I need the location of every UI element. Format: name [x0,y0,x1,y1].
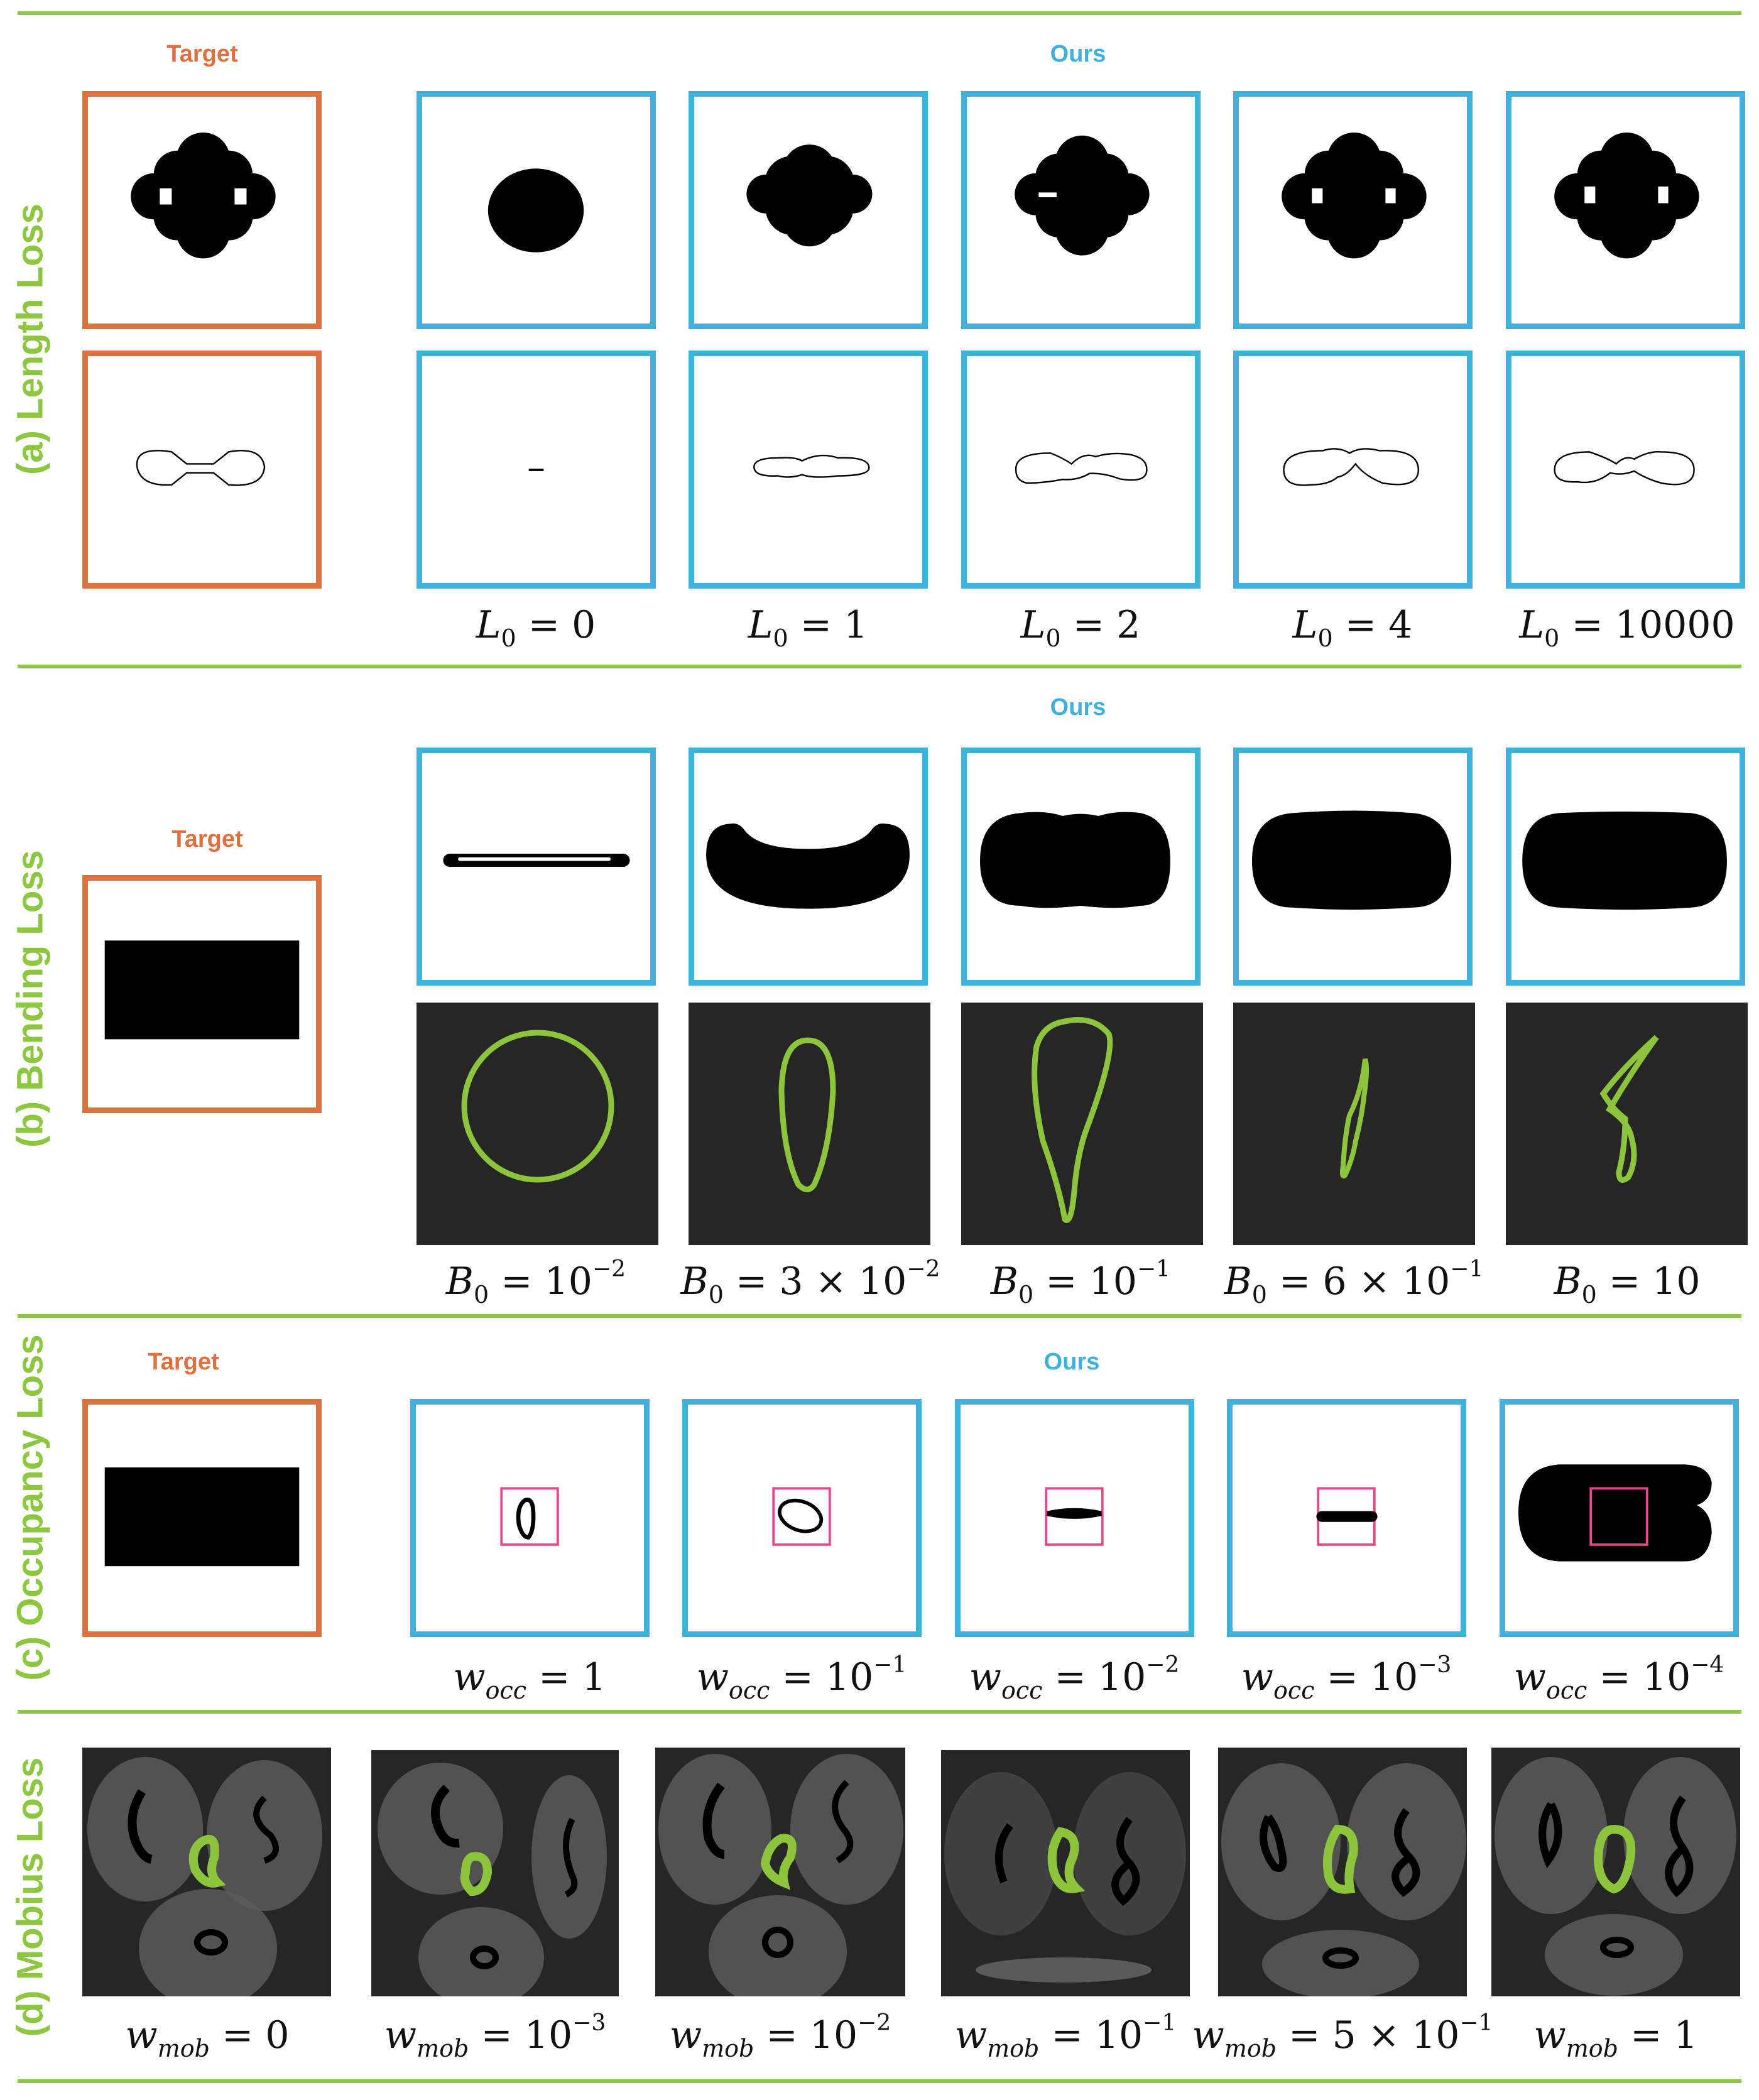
target-occupancy [82,1399,322,1637]
ours-length-filled-5 [1506,91,1745,329]
param-label-a-4: L0 = 4 [1292,603,1413,652]
target-length-curve [82,351,322,589]
param-label-a-5: L0 = 10000 [1519,603,1735,652]
separator-a-b [18,665,1741,668]
param-label-a-1: L0 = 0 [476,603,596,652]
param-label-d-2: wmob = 10−3 [384,2010,606,2062]
mobius-render-3 [655,1748,905,1996]
separator-b-c [18,1314,1741,1318]
param-label-c-1: wocc = 1 [453,1655,606,1704]
ours-occupancy-1 [410,1399,650,1637]
ours-length-curve-2 [689,351,928,589]
mobius-render-4 [941,1750,1190,1996]
target-bending [82,875,322,1113]
param-label-d-1: wmob = 0 [125,2013,290,2062]
param-label-c-2: wocc = 10−1 [696,1652,907,1704]
ours-occupancy-2 [682,1399,922,1637]
ours-bending-filled-1 [417,748,656,986]
param-label-b-4: B0 = 6 × 10−1 [1224,1256,1484,1308]
param-label-d-3: wmob = 10−2 [669,2010,891,2062]
param-label-d-6: wmob = 1 [1533,2013,1698,2062]
ours-length-filled-3 [961,91,1201,329]
section-title-mobius: (d) Mobius Loss [9,1757,51,2037]
bending-render-4 [1233,1003,1475,1245]
param-label-a-2: L0 = 1 [748,603,868,652]
bending-render-2 [689,1003,930,1245]
ours-occupancy-3 [955,1399,1194,1637]
separator-top [18,11,1741,15]
mobius-render-6 [1491,1748,1740,1996]
param-label-c-5: wocc = 10−4 [1513,1652,1724,1704]
param-label-b-1: B0 = 10−2 [445,1256,626,1308]
param-label-d-4: wmob = 10−1 [954,2010,1177,2062]
ours-header-a: Ours [1050,41,1106,67]
param-label-b-5: B0 = 10 [1554,1259,1701,1308]
ours-length-filled-1 [417,91,656,329]
ours-header-b: Ours [1050,694,1106,721]
separator-bottom [18,2079,1741,2083]
ours-length-curve-4 [1233,351,1473,589]
ours-occupancy-4 [1227,1399,1466,1637]
ours-length-curve-3 [961,351,1201,589]
ours-length-filled-2 [689,91,928,329]
mobius-render-5 [1218,1748,1467,1996]
param-label-c-3: wocc = 10−2 [969,1652,1180,1704]
bending-render-3 [961,1003,1203,1245]
ours-length-filled-4 [1233,91,1473,329]
target-header-b: Target [172,826,243,852]
section-title-length: (a) Length Loss [9,204,51,475]
separator-c-d [18,1710,1741,1714]
ours-header-c: Ours [1043,1349,1100,1375]
target-header-c: Target [148,1349,219,1375]
ours-bending-filled-4 [1233,748,1473,986]
bending-render-1 [417,1003,658,1245]
ours-occupancy-5 [1500,1399,1739,1637]
ours-length-curve-5 [1506,351,1745,589]
section-title-bending: (b) Bending Loss [9,850,51,1148]
param-label-a-3: L0 = 2 [1020,603,1141,652]
ours-bending-filled-5 [1506,748,1745,986]
mobius-render-2 [371,1750,619,1996]
bending-render-5 [1506,1003,1748,1245]
param-label-b-3: B0 = 10−1 [990,1256,1171,1308]
ours-bending-filled-3 [961,748,1201,986]
param-label-b-2: B0 = 3 × 10−2 [680,1256,940,1308]
ours-bending-filled-2 [689,748,928,986]
target-length-filled [82,91,322,329]
mobius-render-1 [82,1748,331,1996]
param-label-d-5: wmob = 5 × 10−1 [1192,2010,1493,2062]
section-title-occupancy: (c) Occupancy Loss [9,1334,51,1681]
param-label-c-4: wocc = 10−3 [1241,1652,1452,1704]
ours-length-curve-1 [417,351,656,589]
target-header-a: Target [166,41,238,67]
